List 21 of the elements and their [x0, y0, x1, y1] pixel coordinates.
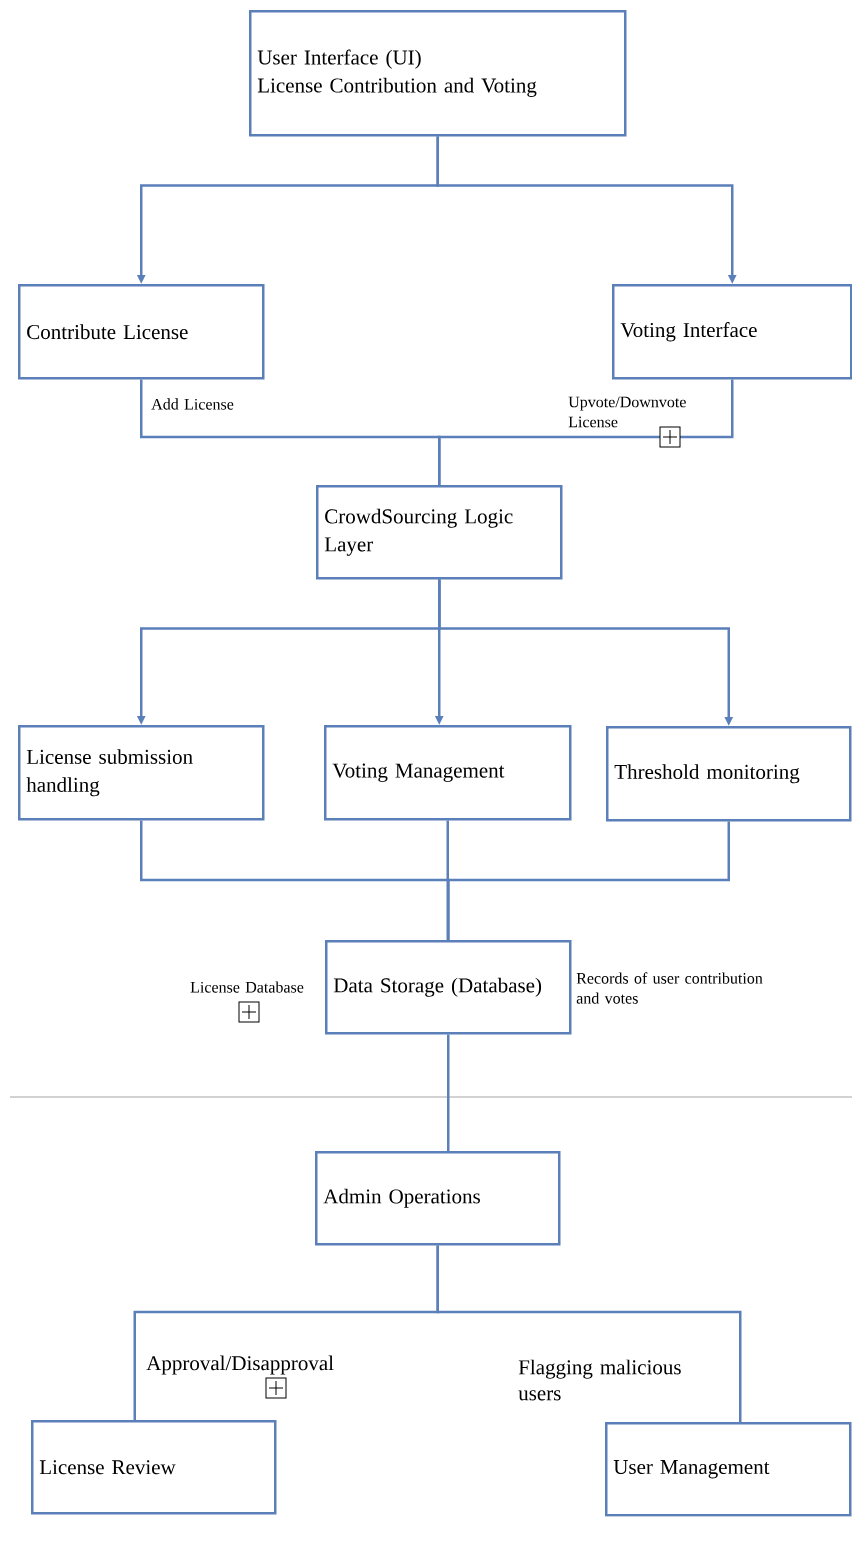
edge-label: Approval/Disapproval: [146, 1355, 334, 1375]
side-note: Records of user contribution and votes: [576, 972, 763, 1004]
side-note: License Database: [190, 981, 304, 993]
process-box: User Interface (UI) License Contribution and Voting: [249, 10, 627, 137]
edge-label: Upvote/Downvote License: [568, 396, 686, 428]
connector: [447, 821, 730, 940]
process-box: Voting Interface: [612, 284, 852, 380]
process-box: Voting Management: [324, 725, 572, 821]
process-box: License Review: [31, 1420, 277, 1515]
connector: [436, 1245, 742, 1422]
edge-label: Flagging malicious users: [518, 1359, 681, 1401]
edge-label: Add License: [151, 398, 234, 410]
connector: [438, 379, 734, 485]
process-box: CrowdSourcing Logic Layer: [316, 485, 563, 580]
process-box: Contribute License: [18, 284, 265, 380]
process-box: Threshold monitoring: [606, 726, 852, 822]
process-box: License submission handling: [18, 725, 265, 821]
process-box: Admin Operations: [315, 1151, 561, 1246]
process-box: User Management: [605, 1422, 852, 1517]
connector: [447, 1034, 450, 1151]
process-box: Data Storage (Database): [325, 940, 572, 1035]
